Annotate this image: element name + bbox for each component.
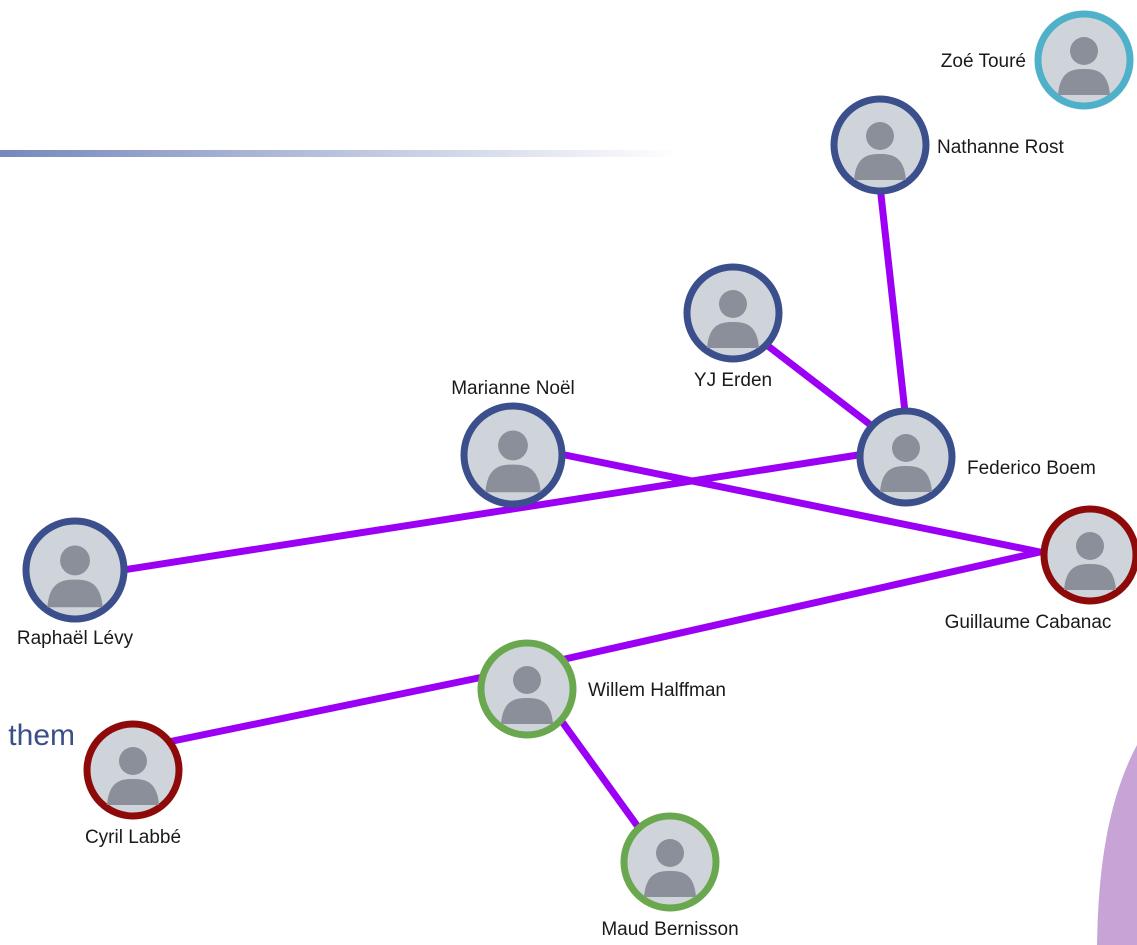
person-photo-icon bbox=[707, 290, 759, 348]
person-photo-icon bbox=[107, 747, 159, 805]
person-name-label: Willem Halffman bbox=[588, 680, 726, 701]
person-node-guillaume[interactable]: Guillaume Cabanac bbox=[945, 505, 1137, 633]
person-name-label: Nathanne Rost bbox=[937, 137, 1064, 158]
person-name-label: Federico Boem bbox=[967, 458, 1096, 479]
person-name-label: Guillaume Cabanac bbox=[945, 612, 1112, 633]
person-name-label: Maud Bernisson bbox=[601, 919, 738, 940]
edge-nathanne-federico bbox=[876, 182, 909, 416]
person-name-label: YJ Erden bbox=[694, 370, 772, 391]
person-photo-icon bbox=[1064, 532, 1116, 590]
person-node-federico[interactable]: Federico Boem bbox=[856, 407, 1096, 507]
person-name-label: Cyril Labbé bbox=[85, 827, 181, 848]
edge-marianne-guillaume bbox=[561, 451, 1044, 556]
person-node-yj[interactable]: YJ Erden bbox=[683, 263, 783, 391]
edge-federico-raphael bbox=[119, 451, 862, 574]
person-photo-icon bbox=[880, 434, 932, 492]
person-name-label: Zoé Touré bbox=[941, 51, 1026, 72]
person-node-maud[interactable]: Maud Bernisson bbox=[601, 812, 739, 940]
edge-willem-cyril bbox=[164, 672, 492, 746]
person-node-nathanne[interactable]: Nathanne Rost bbox=[830, 95, 1064, 195]
person-node-raphael[interactable]: Raphaël Lévy bbox=[17, 517, 134, 649]
person-photo-icon bbox=[501, 666, 553, 724]
person-name-label: Raphaël Lévy bbox=[17, 628, 134, 649]
person-photo-icon bbox=[644, 839, 696, 897]
person-node-cyril[interactable]: Cyril Labbé bbox=[83, 720, 183, 848]
person-node-willem[interactable]: Willem Halffman bbox=[477, 639, 726, 739]
edge-yj-federico bbox=[764, 342, 876, 430]
person-photo-icon bbox=[1058, 37, 1110, 95]
corner-accent-shape bbox=[1097, 745, 1137, 945]
person-name-label: Marianne Noël bbox=[451, 378, 575, 399]
person-node-zoe[interactable]: Zoé Touré bbox=[941, 10, 1134, 110]
partial-heading: them bbox=[8, 719, 75, 752]
edge-willem-maud bbox=[559, 719, 645, 835]
edge-guillaume-willem bbox=[561, 548, 1044, 663]
header-rule bbox=[0, 150, 680, 157]
person-photo-icon bbox=[47, 545, 103, 608]
person-photo-icon bbox=[485, 430, 541, 493]
person-node-marianne[interactable]: Marianne Noël bbox=[451, 378, 575, 508]
person-photo-icon bbox=[854, 122, 906, 180]
edges-layer bbox=[119, 182, 1044, 835]
